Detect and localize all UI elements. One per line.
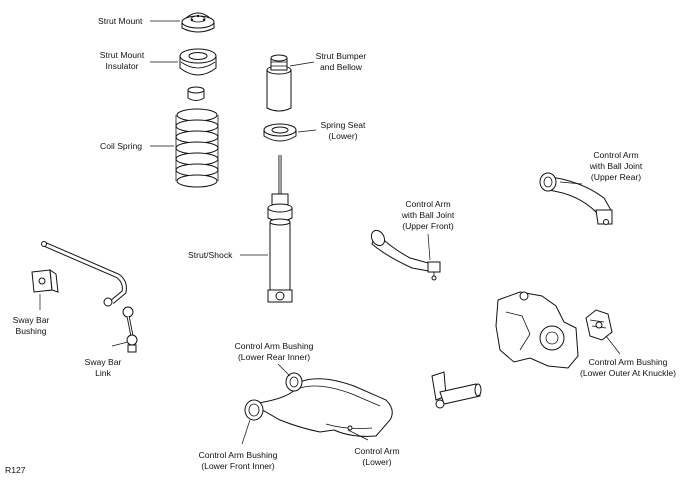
label-line: (Lower Front Inner) xyxy=(201,461,275,471)
label-strut-mount-insulator: Strut Mount Insulator xyxy=(92,50,152,72)
pivot-pin-part xyxy=(431,371,482,409)
label-bushing-lower-front-inner: Control Arm Bushing (Lower Front Inner) xyxy=(190,450,286,472)
label-line: (Upper Rear) xyxy=(590,172,642,182)
label-line: (Lower Outer At Knuckle) xyxy=(579,368,676,378)
strut-shock-part xyxy=(267,155,293,303)
label-line: (Lower) xyxy=(362,457,392,467)
label-coil-spring-text: Coil Spring xyxy=(100,141,143,151)
leader-lines xyxy=(39,20,621,445)
label-line: Control Arm Bushing xyxy=(588,357,668,367)
strut-mount-part xyxy=(181,12,215,33)
label-line: Control Arm xyxy=(405,199,451,209)
lower-outer-bushing-part xyxy=(585,309,613,341)
label-strut-shock: Strut/Shock xyxy=(188,250,232,261)
sway-bar-part xyxy=(41,241,127,307)
label-line: Insulator xyxy=(105,61,139,71)
label-sway-bar-bushing: Sway Bar Bushing xyxy=(8,315,54,337)
label-bushing-lower-outer: Control Arm Bushing (Lower Outer At Knuc… xyxy=(570,357,686,379)
label-line: with Ball Joint xyxy=(401,210,455,220)
strut-mount-insulator-part xyxy=(179,48,217,76)
label-upper-front-arm: Control Arm with Ball Joint (Upper Front… xyxy=(392,199,464,232)
label-strut-bumper: Strut Bumper and Bellow xyxy=(312,51,370,73)
label-line: Control Arm Bushing xyxy=(234,341,314,351)
label-line: Sway Bar xyxy=(12,315,50,325)
label-line: Control Arm xyxy=(354,446,400,456)
lower-control-arm-part xyxy=(244,372,393,437)
steering-knuckle-part xyxy=(495,291,579,369)
label-bushing-lower-rear-inner: Control Arm Bushing (Lower Rear Inner) xyxy=(226,341,322,363)
label-line: (Lower) xyxy=(328,131,358,141)
strut-bumper-part xyxy=(266,54,292,112)
label-upper-rear-arm: Control Arm with Ball Joint (Upper Rear) xyxy=(580,150,652,183)
label-spring-seat: Spring Seat (Lower) xyxy=(316,120,370,142)
spring-seat-part xyxy=(263,123,297,142)
label-line: Spring Seat xyxy=(320,120,366,130)
sway-bar-link-part xyxy=(122,306,138,353)
coil-spring-part xyxy=(175,108,219,188)
figure-code-text: R127 xyxy=(5,465,26,475)
label-strut-mount: Strut Mount xyxy=(98,16,142,27)
label-strut-mount-text: Strut Mount xyxy=(98,16,143,26)
label-line: (Upper Front) xyxy=(402,221,454,231)
label-line: Control Arm Bushing xyxy=(198,450,278,460)
label-line: Control Arm xyxy=(593,150,639,160)
label-line: and Bellow xyxy=(319,62,363,72)
label-coil-spring: Coil Spring xyxy=(100,141,142,152)
label-line: Link xyxy=(95,368,111,378)
label-line: with Ball Joint xyxy=(589,161,643,171)
upper-front-arm-part xyxy=(370,229,441,281)
label-control-arm-lower: Control Arm (Lower) xyxy=(346,446,408,468)
sway-bar-bushing-part xyxy=(31,268,59,293)
label-sway-bar-link: Sway Bar Link xyxy=(80,357,126,379)
label-line: Strut Bumper xyxy=(315,51,367,61)
upper-rear-arm-part xyxy=(539,172,613,225)
label-line: Sway Bar xyxy=(84,357,122,367)
label-line: Strut Mount xyxy=(99,50,145,60)
figure-code: R127 xyxy=(5,465,26,476)
label-line: (Lower Rear Inner) xyxy=(237,352,311,362)
label-line: Bushing xyxy=(15,326,47,336)
jounce-pad-part xyxy=(187,86,205,101)
label-strut-shock-text: Strut/Shock xyxy=(188,250,233,260)
